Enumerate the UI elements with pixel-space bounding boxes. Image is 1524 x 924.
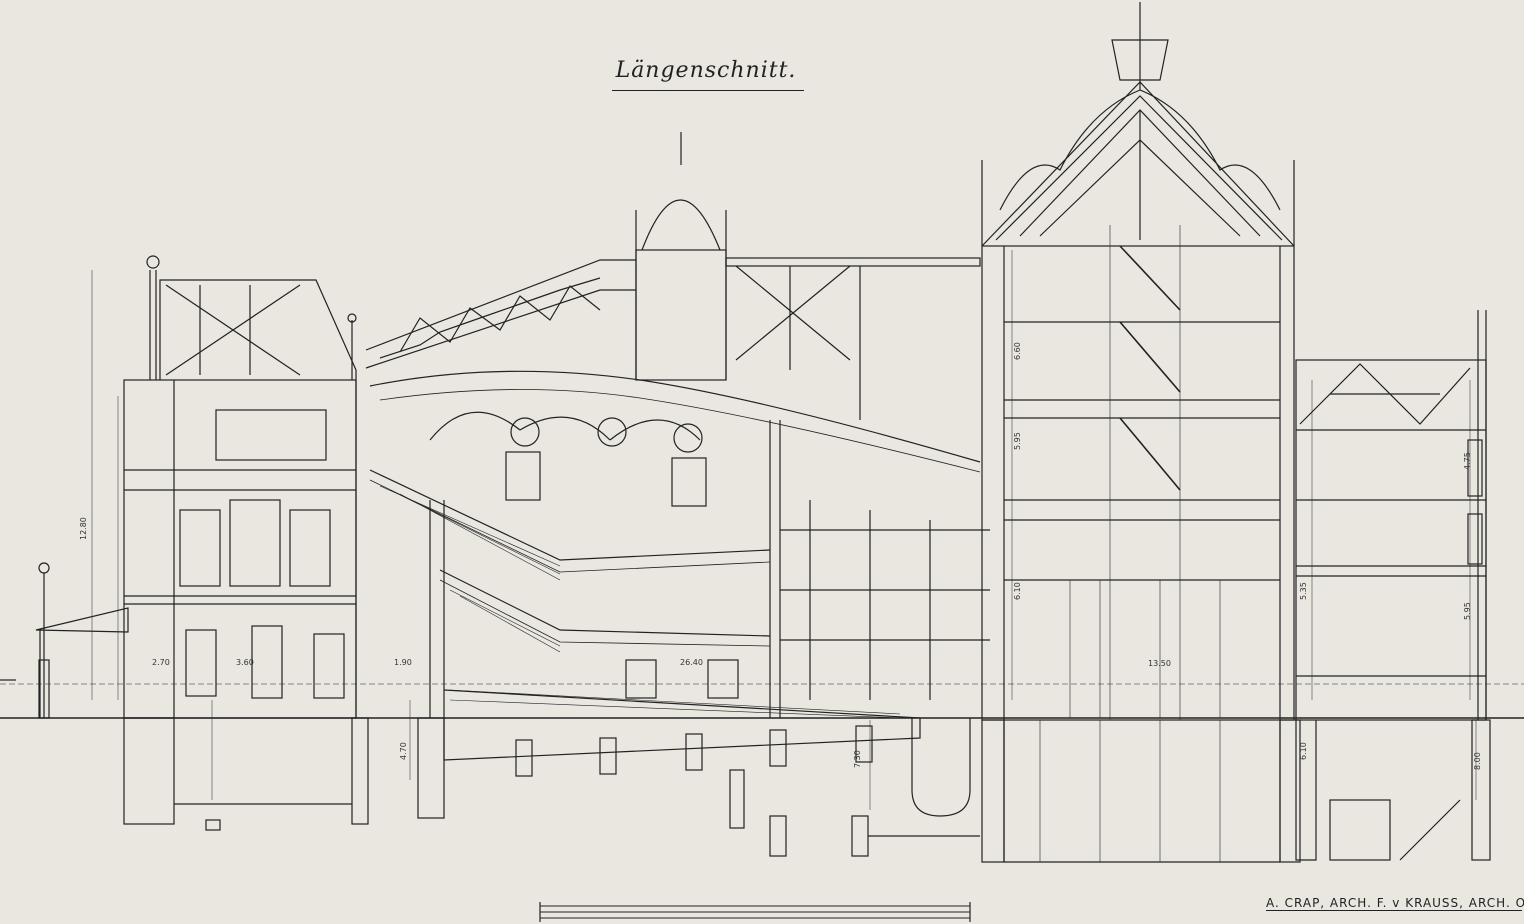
dimension-label: 4.75 bbox=[1463, 452, 1472, 470]
dimension-label: 6.10 bbox=[1299, 742, 1308, 760]
title-underline bbox=[612, 90, 804, 91]
drawing-title: Längenschnitt. bbox=[615, 58, 797, 83]
architect-credits: A. CRAP, ARCH. F. v KRAUSS, ARCH. O.M. bbox=[1266, 896, 1524, 911]
front-foundation bbox=[123, 717, 369, 831]
dimension-label: 1.90 bbox=[394, 658, 412, 667]
auditorium-basement bbox=[417, 717, 980, 857]
scale-bar bbox=[539, 902, 971, 922]
lamp-post bbox=[0, 562, 50, 719]
dimension-label: 12.80 bbox=[79, 517, 88, 540]
dimension-label: 8.00 bbox=[1473, 752, 1482, 770]
dimension-label: 5.95 bbox=[1013, 432, 1022, 450]
dimension-label: 6.60 bbox=[1013, 342, 1022, 360]
auditorium-roof bbox=[365, 132, 981, 420]
dimension-label: 3.60 bbox=[236, 658, 254, 667]
dimension-label: 4.70 bbox=[399, 742, 408, 760]
dimension-label: 2.70 bbox=[152, 658, 170, 667]
dimension-label: 7.30 bbox=[853, 750, 862, 768]
dimension-label: 5.95 bbox=[1463, 602, 1472, 620]
front-block bbox=[123, 255, 357, 719]
rear-wing bbox=[1295, 310, 1491, 861]
dimension-lines bbox=[91, 250, 1477, 810]
dimension-label: 26.40 bbox=[680, 658, 703, 667]
dimension-label: 5.35 bbox=[1299, 582, 1308, 600]
dimension-label: 13.50 bbox=[1148, 659, 1171, 668]
stage-basement bbox=[981, 719, 1301, 863]
dimension-label: 6.10 bbox=[1013, 582, 1022, 600]
seating-rake bbox=[379, 485, 901, 719]
entrance-canopy bbox=[35, 607, 129, 718]
auditorium-interior bbox=[369, 370, 990, 719]
